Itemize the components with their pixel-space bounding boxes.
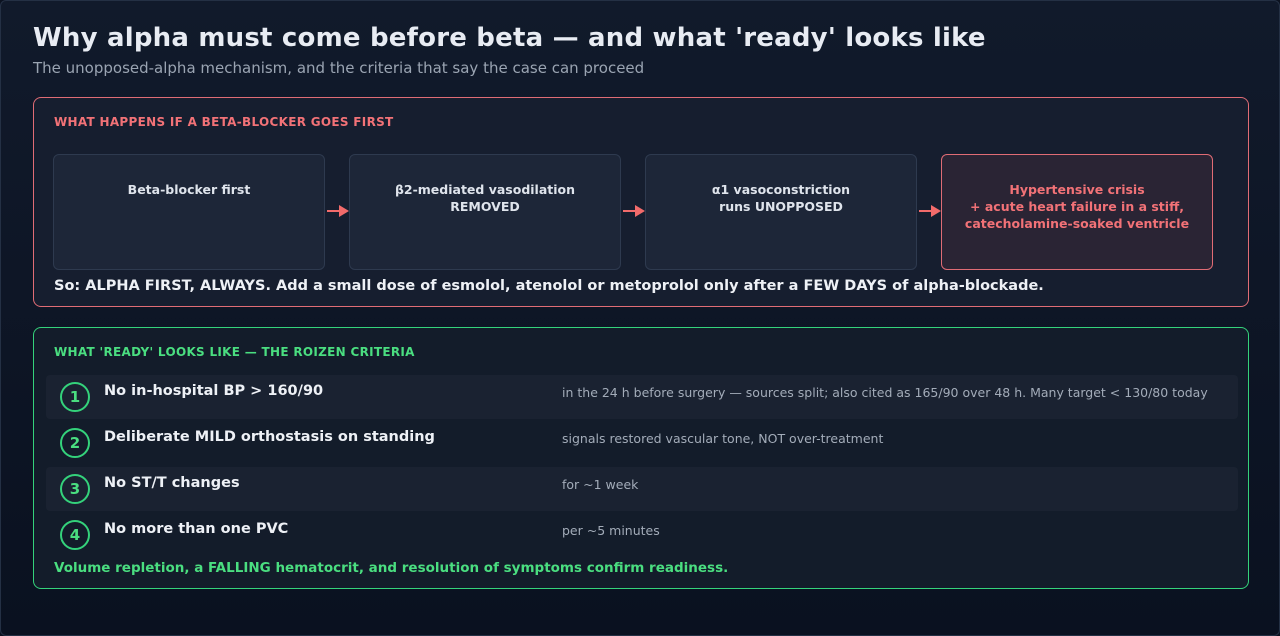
criterion-text: No ST/T changes [104, 475, 240, 491]
mechanism-heading: WHAT HAPPENS IF A BETA-BLOCKER GOES FIRS… [54, 115, 394, 129]
arrow-right-icon [327, 205, 349, 217]
step-line: Beta-blocker first [127, 182, 251, 197]
page-subtitle: The unopposed-alpha mechanism, and the c… [33, 59, 645, 77]
page-title: Why alpha must come before beta — and wh… [33, 23, 986, 53]
step-vasodilation-removed: β2-mediated vasodilation REMOVED [349, 154, 621, 270]
step-line: α1 vasoconstriction [711, 182, 851, 197]
step-line: REMOVED [450, 199, 520, 214]
criterion-note: signals restored vascular tone, NOT over… [562, 431, 884, 446]
criterion-note: for ~1 week [562, 477, 639, 492]
arrow-right-icon [919, 205, 941, 217]
criterion-row: 1 No in-hospital BP > 160/90 in the 24 h… [46, 375, 1238, 419]
step-line: Hypertensive crisis [1009, 182, 1145, 197]
criteria-panel: WHAT 'READY' LOOKS LIKE — THE ROIZEN CRI… [33, 327, 1249, 589]
step-vasoconstriction-unopposed: α1 vasoconstriction runs UNOPPOSED [645, 154, 917, 270]
criterion-row: 4 No more than one PVC per ~5 minutes [46, 513, 1238, 557]
step-line: β2-mediated vasodilation [394, 182, 576, 197]
step-hypertensive-crisis: Hypertensive crisis + acute heart failur… [941, 154, 1213, 270]
criterion-number-badge: 4 [60, 520, 90, 550]
mechanism-panel: WHAT HAPPENS IF A BETA-BLOCKER GOES FIRS… [33, 97, 1249, 307]
step-line: + acute heart failure in a stiff, [970, 199, 1184, 214]
criterion-number-badge: 3 [60, 474, 90, 504]
step-line: runs UNOPPOSED [719, 199, 843, 214]
step-line: catecholamine-soaked ventricle [964, 216, 1190, 231]
criterion-text: No more than one PVC [104, 521, 289, 537]
criterion-row: 3 No ST/T changes for ~1 week [46, 467, 1238, 511]
criterion-number-badge: 2 [60, 428, 90, 458]
criterion-note: in the 24 h before surgery — sources spl… [562, 385, 1208, 400]
criterion-text: Deliberate MILD orthostasis on standing [104, 429, 435, 445]
mechanism-conclusion: So: ALPHA FIRST, ALWAYS. Add a small dos… [54, 278, 1044, 294]
criterion-number-badge: 1 [60, 382, 90, 412]
step-beta-blocker-first: Beta-blocker first [53, 154, 325, 270]
arrow-right-icon [623, 205, 645, 217]
criterion-note: per ~5 minutes [562, 523, 660, 538]
criterion-row: 2 Deliberate MILD orthostasis on standin… [46, 421, 1238, 465]
criteria-heading: WHAT 'READY' LOOKS LIKE — THE ROIZEN CRI… [54, 345, 415, 359]
criterion-text: No in-hospital BP > 160/90 [104, 383, 324, 399]
criteria-footer: Volume repletion, a FALLING hematocrit, … [54, 560, 729, 576]
